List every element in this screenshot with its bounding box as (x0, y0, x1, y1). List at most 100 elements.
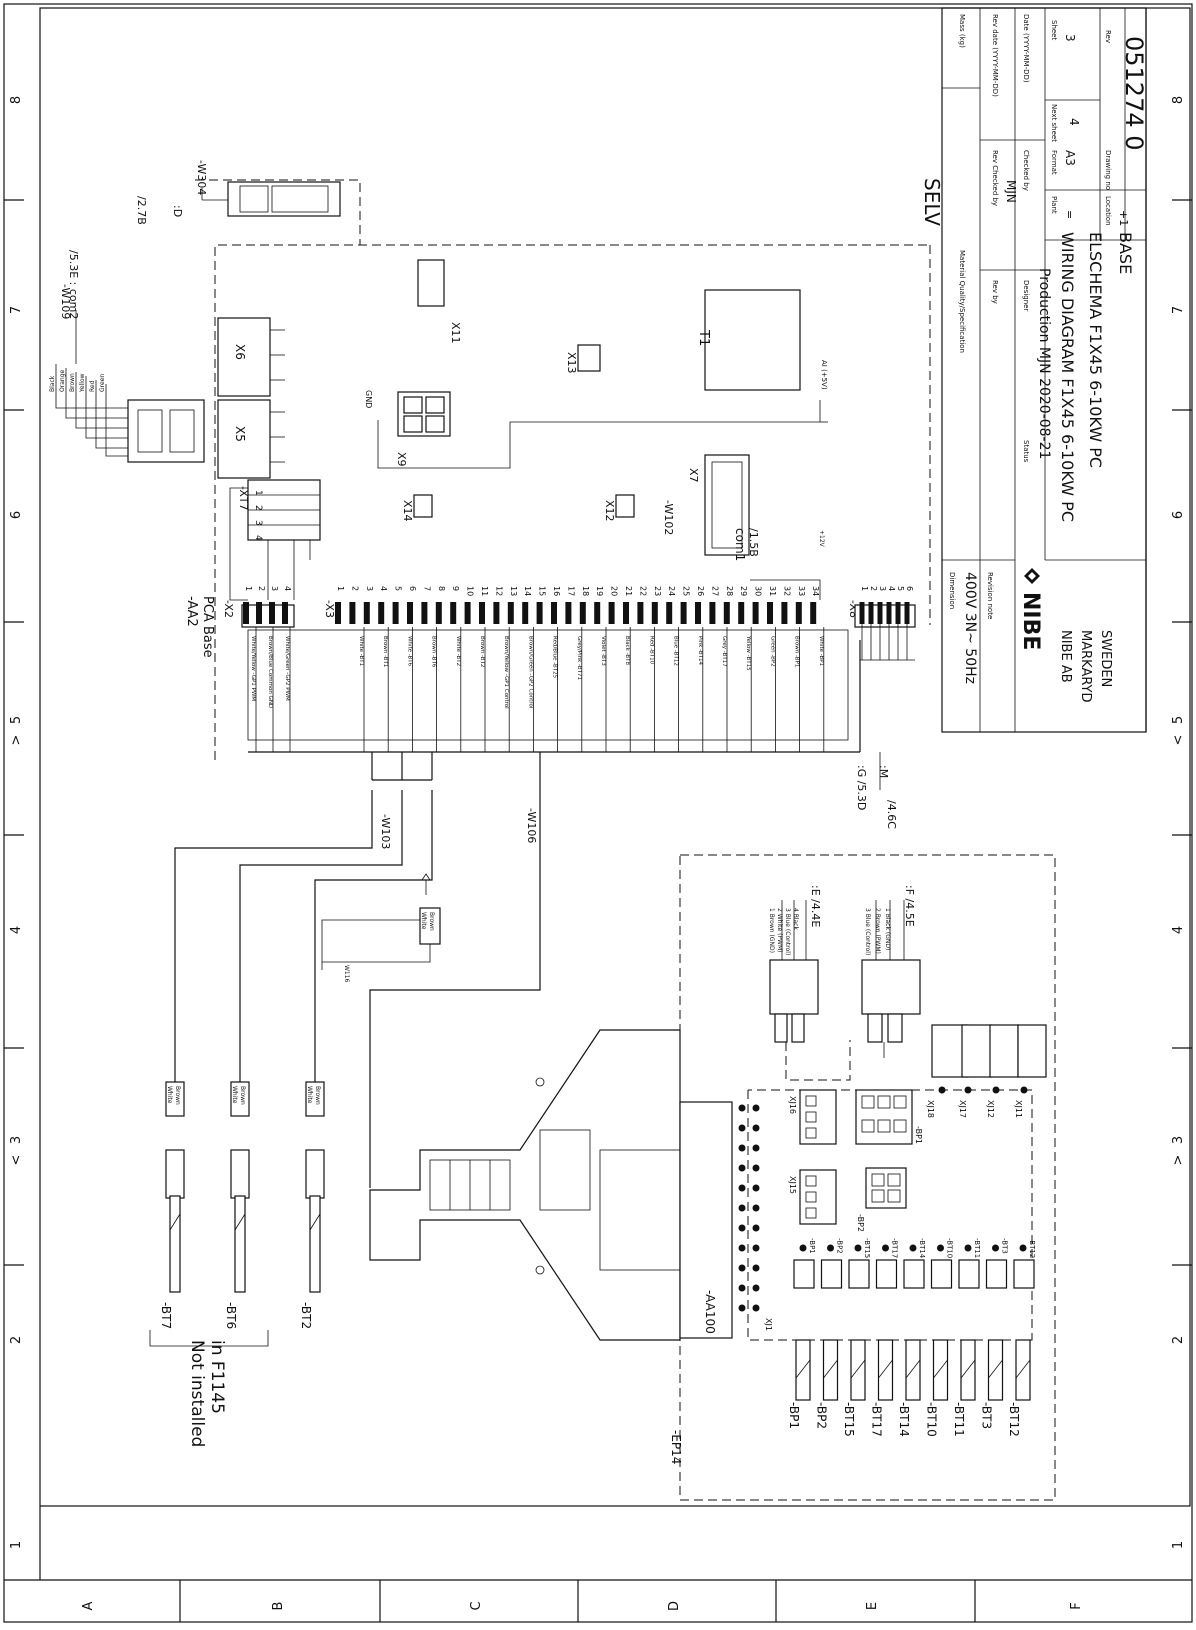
x3-pin-number: 1 (336, 586, 345, 591)
connector-e-wire: 4 Black (792, 908, 799, 930)
bt6-label: -BT6 (224, 1302, 238, 1329)
w109-wire-color: Black (49, 375, 56, 392)
drawing-number: 051274 0 (1120, 36, 1148, 151)
drawing-title-1: WIRING DIAGRAM F1X45 6-10KW PC (1058, 232, 1077, 522)
xj15-label: XJ15 (788, 1176, 797, 1194)
x8-pin-number: 5 (896, 586, 905, 591)
internal-sensor-label: -BT11 (952, 1402, 966, 1437)
wire-color-label: Brown (174, 1086, 181, 1105)
w109-wire-color: Red (89, 380, 96, 392)
internal-sensor-tag: -BT11 (973, 1238, 981, 1258)
internal-sensor-plug (903, 1259, 925, 1289)
com1-label: com1 (733, 528, 747, 561)
column-letter: B (271, 1602, 286, 1611)
internal-sensor-list: -BP1-BP1-BP2-BP2-BT15-BT15-BT17-BT17-BT1… (787, 1238, 1036, 1437)
wire-color-label: White (166, 1086, 173, 1104)
x3-pin-number: 20 (610, 586, 619, 596)
x3-pin-block (767, 602, 773, 624)
rev-checked-label: Rev Checked by (991, 150, 999, 206)
internal-sensor-plug (875, 1259, 898, 1289)
w109-wire-color: Green (99, 374, 106, 392)
format-label: Format (1050, 150, 1058, 175)
drawing-title-2: ELSCHEMA F1X45 6-10KW PC (1086, 232, 1105, 468)
selv-label: SELV (920, 178, 944, 226)
w106-label: -W106 (525, 808, 538, 843)
x13-label: X13 (565, 352, 578, 374)
x3-pin-block (637, 602, 644, 624)
internal-sensor-pin (937, 1244, 944, 1252)
sensor-symbol (933, 1359, 948, 1379)
sensor-symbol (878, 1359, 893, 1379)
row-number: 6 (1171, 511, 1186, 519)
arrow-mark: < (9, 1155, 24, 1166)
logo-text: NIBE (1018, 592, 1043, 650)
status-label: Status (1022, 440, 1030, 463)
ref-d: :D (171, 205, 184, 217)
w109-connector: -W109 /5.3E : com2 Black Orange Brown Ye… (49, 250, 205, 463)
x3-pin-block (695, 602, 701, 624)
x8-pin-block (904, 602, 910, 624)
x3-pin-block (392, 602, 399, 624)
sensor-symbol (823, 1359, 838, 1379)
column-letter: E (865, 1602, 880, 1610)
bt2-label: -BT2 (299, 1302, 313, 1329)
x3-wire-label: Brown -BP1 (794, 636, 800, 667)
row-number: 7 (9, 306, 24, 314)
x3-pin-block (363, 602, 370, 624)
xj17-label: XJ17 (958, 1100, 967, 1118)
x3-pin-number: 10 (466, 586, 475, 596)
xt7-pin: 2 (253, 505, 263, 511)
internal-sensor-plug (930, 1259, 953, 1289)
dimension-value: 400V 3N~ 50Hz (962, 572, 978, 684)
xj16-label: XJ16 (788, 1096, 797, 1114)
x2-pin-block (269, 602, 275, 624)
x2-pin-block (282, 602, 288, 624)
sensor-bt6: White Brown -BT6 (224, 1081, 250, 1329)
internal-sensor-tag: -BT15 (863, 1238, 871, 1258)
x2-wire-label: Brown/Blue Common GND (267, 636, 273, 708)
cable-w103: -W103 (174, 752, 433, 1082)
x3-pin-block (752, 602, 759, 624)
column-letter: D (667, 1601, 682, 1611)
row-number: 5 (9, 716, 24, 724)
x3-wire-label: Brown/Yellow -GP1 Control (503, 636, 509, 709)
x3-wire-label: Red/Blue -BT25 (552, 636, 558, 679)
x3-pin-number: 32 (782, 586, 791, 596)
internal-sensor-plug (985, 1259, 1008, 1289)
x8-pin-block (868, 602, 874, 624)
x3-pin-block (421, 602, 428, 624)
x3-pin-number: 27 (710, 586, 719, 596)
xj11-label: XJ11 (1014, 1100, 1023, 1118)
connector-f-wire: 3 Blue (Control) (864, 908, 871, 955)
x3-pin-block (493, 602, 500, 624)
x2-pin-block (243, 602, 249, 624)
x8-pin-number: 2 (869, 586, 878, 591)
pca-base-label: PCA Base (200, 596, 215, 658)
status-value: Production MJN 2020-08-21 (1036, 268, 1052, 459)
x8-pin-block (886, 602, 892, 624)
rev-date-label: Rev date (YYYY-MM-DD) (991, 14, 999, 97)
x3-pin-number: 16 (552, 586, 561, 596)
internal-sensor-body (905, 1339, 921, 1401)
x3-pin-number: 8 (437, 586, 446, 591)
x3-pin-block (594, 602, 601, 624)
x3-wire-label: White -BT2 (455, 636, 461, 666)
x3-pin-number: 28 (725, 586, 734, 596)
x3-pin-number: 34 (811, 586, 820, 596)
x3-wire-label: Black -BT8 (624, 636, 630, 666)
cable-w106: -W106 (369, 752, 541, 1188)
aa100-label: -AA100 (703, 1290, 717, 1334)
next-sheet-label: Next sheet (1050, 104, 1058, 142)
x14-label: X14 (401, 500, 414, 522)
x3-pin-number: 29 (739, 586, 748, 596)
checked-label: Checked by (1022, 150, 1030, 191)
row-number: 6 (9, 511, 24, 519)
dimension-label: Dimension (948, 572, 956, 609)
revision-note-label: Revision note (986, 572, 994, 619)
com2-ref: /5.3E : com2 (67, 250, 80, 319)
row-number: 4 (9, 926, 24, 934)
x8-pin-block (877, 602, 883, 624)
x8-pin-number: 1 (860, 586, 869, 591)
